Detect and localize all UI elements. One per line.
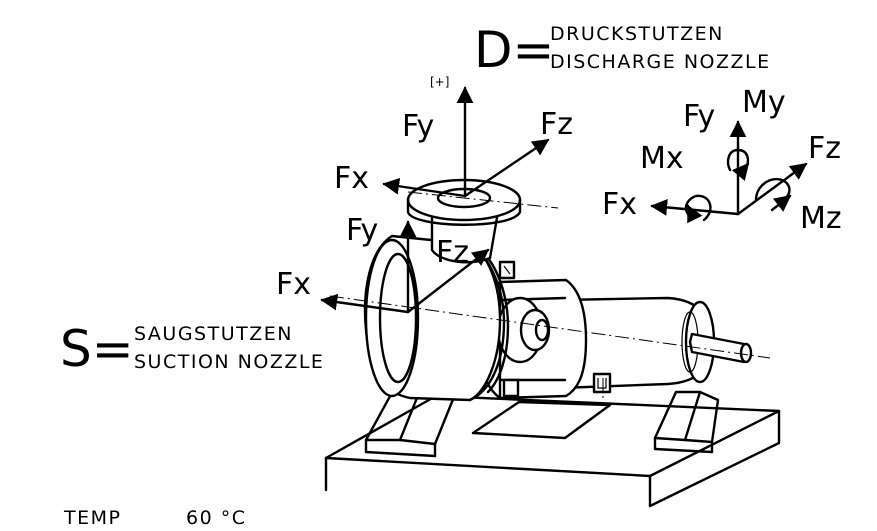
bearing-foot [653, 390, 720, 454]
legend-mx-label: Mx [640, 141, 684, 176]
base-frame [324, 394, 781, 508]
discharge-letter: D= [474, 21, 554, 79]
axis-legend [650, 120, 808, 224]
discharge-fy-label: Fy [402, 109, 434, 144]
temp-label: TEMP [63, 507, 121, 526]
suction-title-en: SUCTION NOZZLE [134, 351, 324, 373]
legend-mz-label: Mz [800, 201, 842, 236]
discharge-title-de: DRUCKSTUTZEN [550, 23, 724, 45]
legend-x-axis [650, 199, 740, 216]
center-lines [329, 191, 771, 398]
legend-mx-rotation [684, 194, 712, 222]
legend-fy-label: Fy [683, 99, 715, 134]
coupling [496, 296, 551, 364]
suction-fy-label: Fy [346, 213, 378, 248]
legend-z-axis [736, 162, 808, 216]
suction-letter: S= [60, 320, 134, 378]
temp-value: 60 °C [186, 507, 246, 526]
legend-fx-label: Fx [602, 187, 637, 222]
legend-mz-rotation [754, 177, 791, 202]
discharge-fz-label: Fz [540, 107, 573, 142]
suction-fz-arrow [406, 248, 490, 314]
suction-title-de: SAUGSTUTZEN [134, 323, 293, 345]
discharge-title-en: DISCHARGE NOZZLE [550, 51, 771, 73]
suction-force-arrows [320, 220, 490, 314]
discharge-fx-arrow [382, 177, 467, 198]
discharge-fz-arrow [463, 138, 550, 198]
legend-fz-label: Fz [808, 131, 841, 166]
shaft [688, 332, 753, 364]
suction-fz-label: Fz [436, 235, 469, 270]
suction-fx-label: Fx [276, 267, 311, 302]
discharge-force-arrows [382, 86, 550, 198]
suction-fx-arrow [320, 293, 410, 314]
pump-casing [363, 234, 612, 402]
legend-my-label: My [742, 85, 786, 120]
positive-direction-sign: [+] [430, 75, 449, 89]
discharge-fx-label: Fx [334, 161, 369, 196]
legend-my-rotation [726, 148, 750, 172]
